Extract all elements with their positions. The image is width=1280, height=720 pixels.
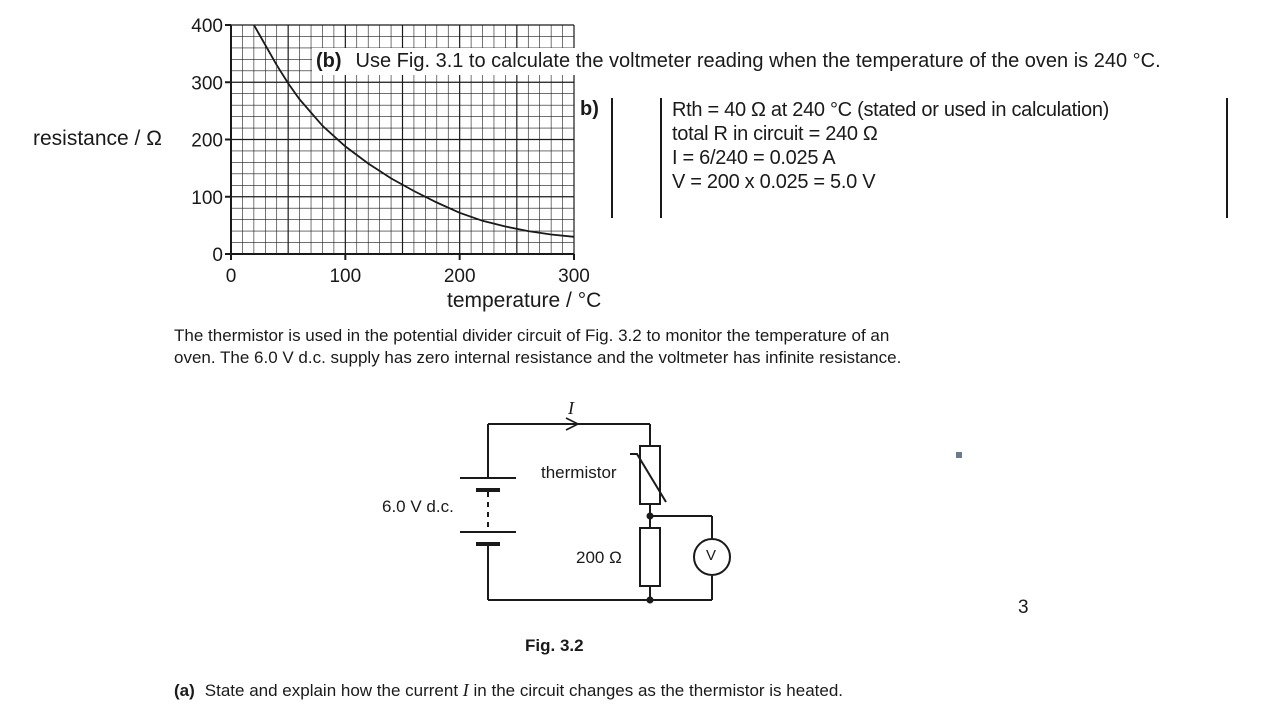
- x-axis-label: temperature / °C: [447, 289, 602, 312]
- answer-line: V = 200 x 0.025 = 5.0 V: [672, 171, 876, 193]
- voltmeter-icon: [693, 538, 731, 576]
- y-tick-label: 0: [212, 245, 223, 266]
- x-tick-label: 0: [226, 266, 237, 287]
- answer-divider-left: [611, 98, 613, 218]
- junction-dot: [646, 596, 654, 604]
- current-arrow-icon: [565, 417, 580, 431]
- question-a: (a) State and explain how the current I i…: [174, 680, 843, 701]
- question-a-current-symbol: I: [462, 680, 469, 700]
- question-b: (b) Use Fig. 3.1 to calculate the voltmet…: [312, 48, 1165, 75]
- answer-line: Rth = 40 Ω at 240 °C (stated or used in …: [672, 99, 1110, 121]
- question-b-label: (b): [316, 50, 342, 72]
- axis-ticks: 400 300 200 100 00 100 200 300: [191, 16, 590, 287]
- question-b-text: Use Fig. 3.1 to calculate the voltmeter …: [355, 50, 1161, 72]
- resistor-icon: [639, 527, 661, 587]
- voltmeter-symbol: V: [706, 547, 717, 564]
- x-tick-label: 300: [558, 266, 590, 287]
- page-number: 3: [1018, 597, 1029, 618]
- resistor-label: 200 Ω: [576, 548, 622, 567]
- current-label: I: [568, 398, 574, 418]
- answer-label: b): [580, 98, 599, 120]
- resistance-curve: [253, 24, 575, 238]
- intro-paragraph: The thermistor is used in the potential …: [174, 325, 901, 369]
- y-tick-label: 200: [191, 131, 223, 152]
- answer-working: Rth = 40 Ω at 240 °C (stated or used in …: [672, 98, 1109, 194]
- y-axis-label: resistance / Ω: [33, 127, 162, 150]
- figure-caption: Fig. 3.2: [525, 636, 584, 655]
- answer-divider-mid: [660, 98, 662, 218]
- y-tick-label: 100: [191, 188, 223, 209]
- y-tick-label: 300: [191, 73, 223, 94]
- x-tick-label: 100: [329, 266, 361, 287]
- battery-icon: [460, 477, 516, 546]
- y-tick-label: 400: [191, 16, 223, 37]
- answer-line: total R in circuit = 240 Ω: [672, 123, 878, 145]
- answer-divider-right: [1226, 98, 1228, 218]
- question-a-text-before: State and explain how the current: [204, 681, 459, 700]
- thermistor-label: thermistor: [541, 463, 617, 482]
- question-a-label: (a): [174, 681, 195, 700]
- supply-label: 6.0 V d.c.: [382, 497, 454, 516]
- intro-line: The thermistor is used in the potential …: [174, 326, 890, 345]
- intro-line: oven. The 6.0 V d.c. supply has zero int…: [174, 348, 902, 367]
- question-a-text-after: in the circuit changes as the thermistor…: [473, 681, 843, 700]
- small-square-mark: [956, 452, 962, 458]
- x-tick-label: 200: [444, 266, 476, 287]
- junction-dot: [646, 512, 654, 520]
- thermistor-icon: [630, 445, 667, 505]
- answer-line: I = 6/240 = 0.025 A: [672, 147, 836, 169]
